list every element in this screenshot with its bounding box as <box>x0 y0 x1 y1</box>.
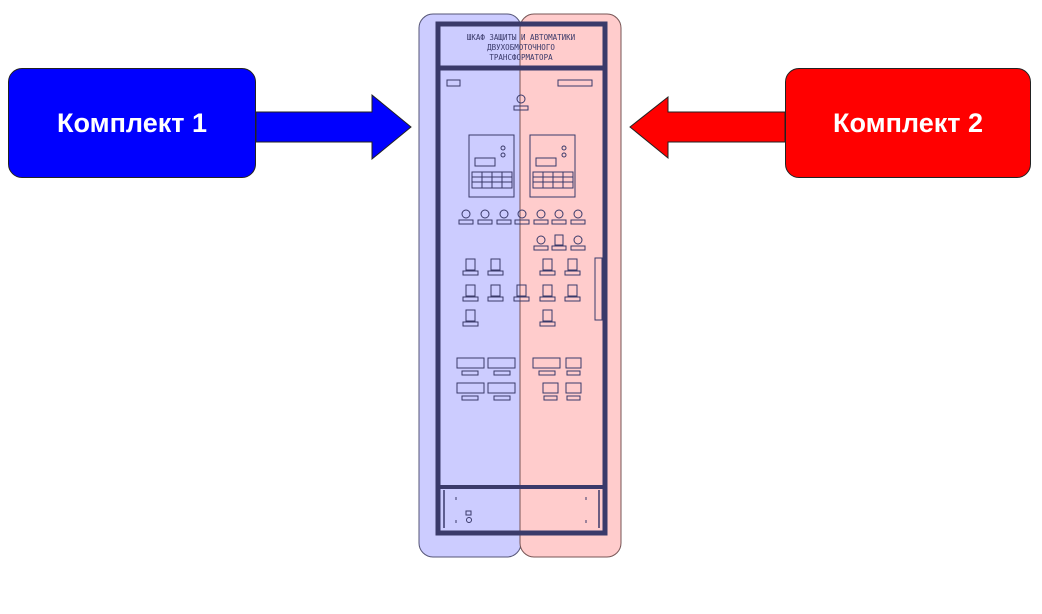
control-switches <box>462 258 581 327</box>
cabinet-title-line-1: ШКАФ ЗАЩИТЫ И АВТОМАТИКИ <box>467 33 575 42</box>
cabinet-title-line-2: ДВУХОБМОТОЧНОГО <box>487 43 555 52</box>
kit-2-label: Комплект 2 <box>833 107 983 138</box>
relay-terminal-2 <box>529 134 576 198</box>
kit-1-callout: Комплект 1 <box>8 68 256 178</box>
kit-1-arrow <box>255 93 412 161</box>
top-center-label <box>513 105 529 111</box>
kit-2-callout: Комплект 2 <box>785 68 1031 178</box>
kit-2-arrow <box>629 95 786 160</box>
cabinet-title-line-3: ТРАНСФОРМАТОРА <box>489 53 553 62</box>
relay-terminal-1 <box>468 134 515 198</box>
top-right-plate <box>557 79 593 87</box>
top-center-lamp <box>516 94 526 104</box>
bottom-compartment <box>455 497 587 523</box>
cabinet-frame <box>435 21 608 536</box>
circuit-breakers <box>456 357 582 401</box>
indicator-lamps <box>458 209 586 251</box>
kit-1-label: Комплект 1 <box>57 107 207 138</box>
top-left-plate <box>446 79 461 87</box>
